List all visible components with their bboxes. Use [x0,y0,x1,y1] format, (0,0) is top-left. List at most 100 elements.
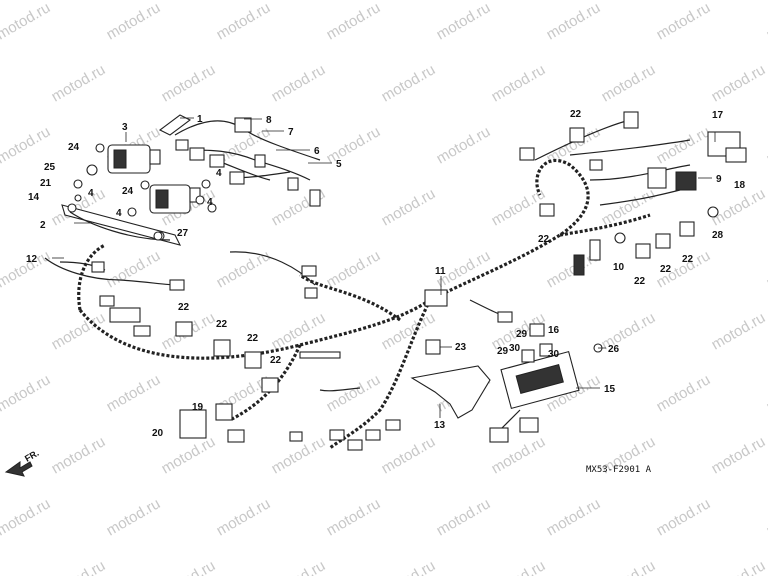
callout-6: 6 [314,146,320,157]
relay-19 [215,403,233,421]
callout-9: 9 [716,174,722,185]
harness-band [299,351,341,359]
callout-4b: 4 [216,168,222,179]
connector [301,265,317,277]
diode-18 [725,147,747,163]
callout-30b: 30 [548,349,560,360]
watermark-text: motod.ru [764,123,768,167]
callout-22d: 22 [660,264,672,275]
watermark-text: motod.ru [709,557,768,576]
watermark-text: motod.ru [159,433,219,477]
sub-wire-harness [44,257,185,291]
callout-14: 14 [28,192,40,203]
connector [589,239,601,261]
connector [109,307,141,323]
ignition-coil-lower [149,184,201,214]
callout-1: 1 [197,114,203,125]
watermark-text: motod.ru [104,0,164,43]
watermark-text: motod.ru [654,371,714,415]
watermark-text: motod.ru [709,309,768,353]
harness-clamp [424,289,448,307]
leader-lines [52,117,716,418]
callout-22b: 22 [538,234,550,245]
callout-10: 10 [613,262,625,273]
callout-23: 23 [455,342,467,353]
connector [675,171,697,191]
watermark-text: motod.ru [764,247,768,291]
callout-4c: 4 [207,197,213,208]
callout-22i: 22 [270,355,282,366]
watermark-text: motod.ru [0,495,53,539]
watermark-text: motod.ru [0,0,53,43]
watermark-text: motod.ru [599,61,659,105]
watermark-text: motod.ru [544,0,604,43]
callout-30a: 30 [509,343,521,354]
connector [623,111,639,129]
callout-7: 7 [288,127,294,138]
watermark-text: motod.ru [489,557,549,576]
watermark-text: motod.ru [599,185,659,229]
watermark-text: motod.ru [544,495,604,539]
callout-5: 5 [336,159,342,170]
watermark-text: motod.ru [214,247,274,291]
callout-22h: 22 [247,333,259,344]
callout-4: 4 [88,188,94,199]
callout-24b: 24 [122,186,134,197]
watermark-text: motod.ru [214,495,274,539]
watermark-text: motod.ru [654,123,714,167]
callout-22e: 22 [682,254,694,265]
watermark-text: motod.ru [764,495,768,539]
ignition-coil-upper [107,144,161,174]
watermark-text: motod.ru [49,557,109,576]
fasteners [73,143,217,241]
callout-21: 21 [40,178,52,189]
watermark-text: motod.ru [654,495,714,539]
watermark-text: motod.ru [379,557,439,576]
connector [647,167,667,189]
callout-20: 20 [152,428,164,439]
watermark-text: motod.ru [434,123,494,167]
watermark-text: motod.ru [269,61,329,105]
watermark-text: motod.ru [49,433,109,477]
connector [329,429,345,441]
callout-22f: 22 [178,302,190,313]
callout-3: 3 [122,122,128,133]
callout-8: 8 [266,115,272,126]
callout-24a: 24 [68,142,80,153]
callout-11: 11 [435,266,446,277]
part-callouts: 1 2 3 4 4 4 4 5 6 7 8 9 10 11 12 13 14 1… [26,109,746,439]
watermark-text: motod.ru [764,371,768,415]
clips [175,127,719,393]
diagram-code: MX53-F2901 A [586,465,652,475]
watermark-text: motod.ru [324,371,384,415]
watermark-text: motod.ru [324,247,384,291]
watermark-text: motod.ru [159,557,219,576]
callout-27: 27 [177,228,189,239]
callout-29b: 29 [497,346,509,357]
watermark-text: motod.ru [709,433,768,477]
watermark-text: motod.ru [379,185,439,229]
watermark-text: motod.ru [599,557,659,576]
callout-19: 19 [192,402,204,413]
watermark-text: motod.ru [709,185,768,229]
connector [304,287,318,299]
watermark-text: motod.ru [489,61,549,105]
callout-16: 16 [548,325,560,336]
watermark-text: motod.ru [324,495,384,539]
connector [385,419,401,431]
watermark-text: motod.ru [324,0,384,43]
watermark-text: motod.ru [104,495,164,539]
watermark-text: motod.ru [324,123,384,167]
watermark-text: motod.ru [379,61,439,105]
connector [289,431,303,442]
watermark-text: motod.ru [49,61,109,105]
connector [589,159,603,171]
callout-15: 15 [604,384,616,395]
callout-25: 25 [44,162,56,173]
callout-2: 2 [40,220,46,231]
watermark-text: motod.ru [0,123,53,167]
main-wiring-harness [77,111,697,451]
watermark-text: motod.ru [764,0,768,43]
